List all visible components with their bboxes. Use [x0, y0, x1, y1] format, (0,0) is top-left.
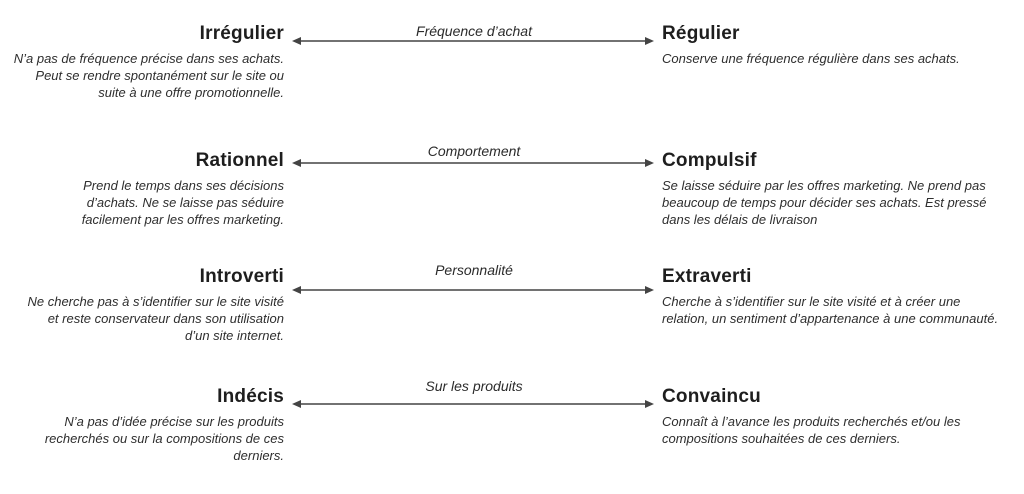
left-pole: Rationnel Prend le temps dans ses décisi… — [0, 149, 284, 228]
right-pole-title: Extraverti — [662, 266, 752, 287]
left-pole: Irrégulier N’a pas de fréquence précise … — [0, 22, 284, 101]
right-pole: Extraverti Cherche à s’identifier sur le… — [662, 265, 1012, 327]
right-pole-description: Se laisse séduire par les offres marketi… — [662, 178, 987, 227]
axis-row-products: Indécis N’a pas d’idée précise sur les p… — [0, 378, 1024, 494]
left-pole-title: Rationnel — [195, 150, 284, 171]
double-arrow-icon — [292, 398, 654, 410]
double-arrow-icon — [292, 284, 654, 296]
axis-row-personality: Introverti Ne cherche pas à s’identifier… — [0, 262, 1024, 374]
right-pole-title: Régulier — [662, 23, 740, 44]
axis-label: Personnalité — [435, 262, 513, 278]
left-pole-description: N’a pas d’idée précise sur les produits … — [44, 414, 284, 463]
axis-row-frequency: Irrégulier N’a pas de fréquence précise … — [0, 20, 1024, 130]
right-pole: Compulsif Se laisse séduire par les offr… — [662, 149, 1012, 228]
left-pole-title: Indécis — [217, 386, 284, 407]
left-pole-description: N’a pas de fréquence précise dans ses ac… — [13, 51, 284, 100]
right-pole-description: Connaît à l’avance les produits recherch… — [662, 414, 961, 446]
axis-label: Fréquence d’achat — [416, 23, 532, 39]
right-pole-title: Convaincu — [662, 386, 761, 407]
double-arrow-icon — [292, 35, 654, 47]
left-pole-description: Prend le temps dans ses décisions d’acha… — [81, 178, 284, 227]
left-pole-description: Ne cherche pas à s’identifier sur le sit… — [27, 294, 284, 343]
right-pole: Régulier Conserve une fréquence régulièr… — [662, 22, 1012, 67]
axis-label: Comportement — [427, 143, 521, 159]
axis-label: Sur les produits — [425, 378, 523, 394]
right-pole-description: Cherche à s’identifier sur le site visit… — [662, 294, 999, 326]
axis-row-behaviour: Rationnel Prend le temps dans ses décisi… — [0, 143, 1024, 257]
right-pole-title: Compulsif — [662, 150, 757, 171]
left-pole: Introverti Ne cherche pas à s’identifier… — [0, 265, 284, 344]
left-pole-title: Introverti — [199, 266, 284, 287]
left-pole: Indécis N’a pas d’idée précise sur les p… — [0, 385, 284, 464]
double-arrow-icon — [292, 157, 654, 169]
right-pole-description: Conserve une fréquence régulière dans se… — [662, 51, 960, 66]
left-pole-title: Irrégulier — [199, 23, 284, 44]
right-pole: Convaincu Connaît à l’avance les produit… — [662, 385, 1012, 447]
